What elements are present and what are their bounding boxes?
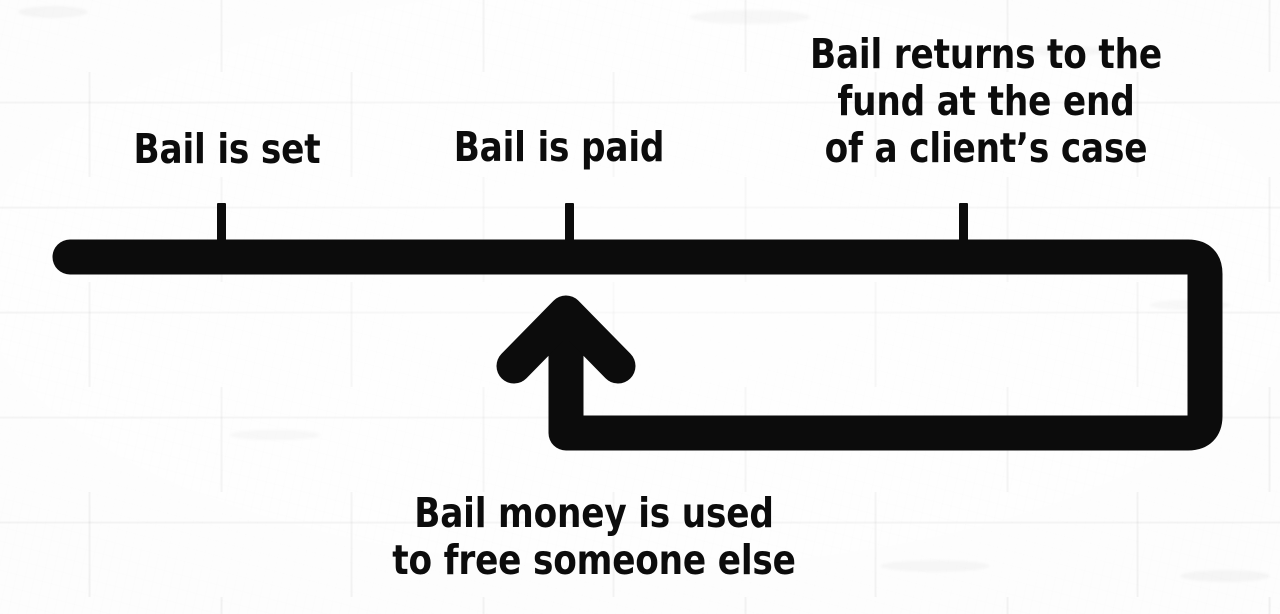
- milestone-label-bail-set: Bail is set: [133, 125, 321, 173]
- tick-mark: [565, 203, 574, 245]
- tick-mark: [217, 203, 226, 245]
- loop-label-bail-money-used: Bail money is used to free someone else: [392, 489, 796, 584]
- up-arrow-icon: [496, 295, 636, 384]
- milestone-label-bail-returns: Bail returns to the fund at the end of a…: [810, 30, 1162, 172]
- milestone-label-bail-paid: Bail is paid: [453, 123, 665, 171]
- tick-mark: [959, 203, 968, 245]
- timeline-bar-and-return-loop: [52, 239, 1223, 451]
- tick-mark-group: [217, 203, 968, 245]
